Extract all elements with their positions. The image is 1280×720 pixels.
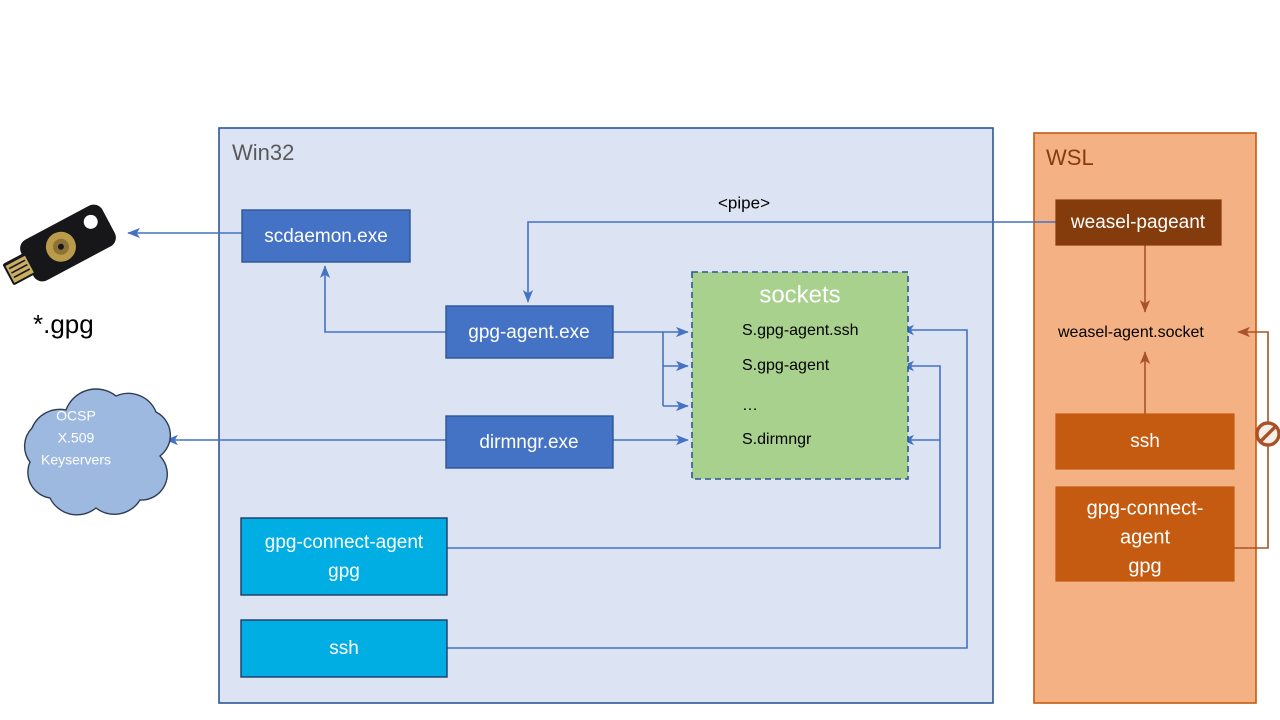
process-box-weasel-pageant[interactable]: weasel-pageant bbox=[1055, 199, 1222, 246]
cloud-label-ocsp: OCSP bbox=[56, 408, 96, 424]
connector-gpgagent-scdaemon bbox=[319, 265, 446, 333]
socket-item-s-gpg-agent: S.gpg-agent bbox=[742, 357, 830, 374]
socket-item-ellipsis: … bbox=[742, 397, 758, 414]
process-label-ssh-win32: ssh bbox=[329, 638, 359, 659]
process-label-gpg-connect-agent-wsl-line2: agent bbox=[1120, 526, 1170, 548]
process-label-gpg-agent: gpg-agent.exe bbox=[468, 322, 590, 343]
wsl-socket-label: weasel-agent.socket bbox=[1057, 324, 1204, 341]
process-box-ssh-wsl[interactable]: ssh bbox=[1055, 413, 1235, 470]
process-box-scdaemon[interactable]: scdaemon.exe bbox=[241, 209, 411, 263]
process-label-gpg-connect-agent-line1: gpg-connect-agent bbox=[265, 532, 424, 553]
process-box-gpg-agent[interactable]: gpg-agent.exe bbox=[445, 305, 614, 359]
connector-gpgconnect-socket-agent bbox=[447, 360, 941, 549]
cloud-shape: OCSP X.509 Keyservers bbox=[23, 388, 172, 516]
process-label-ssh-wsl: ssh bbox=[1130, 431, 1160, 452]
process-box-dirmngr[interactable]: dirmngr.exe bbox=[445, 415, 614, 469]
cloud-label-x509: X.509 bbox=[58, 430, 95, 446]
process-label-gpg-connect-agent-wsl-line3: gpg bbox=[1128, 555, 1161, 577]
process-label-scdaemon: scdaemon.exe bbox=[264, 226, 388, 247]
pipe-label: <pipe> bbox=[718, 193, 770, 212]
process-label-weasel-pageant: weasel-pageant bbox=[1070, 212, 1206, 233]
process-box-gpg-connect-agent-win32[interactable]: gpg-connect-agent gpg bbox=[240, 517, 448, 596]
process-label-gpg-connect-agent-wsl-line1: gpg-connect- bbox=[1087, 497, 1204, 519]
connector-ssh-socket-ssh bbox=[447, 324, 968, 649]
process-label-gpg-connect-agent-line2: gpg bbox=[328, 561, 360, 582]
sockets-title: sockets bbox=[759, 281, 840, 308]
process-label-dirmngr: dirmngr.exe bbox=[479, 432, 578, 453]
no-entry-icon bbox=[1255, 421, 1280, 447]
process-box-gpg-connect-agent-wsl[interactable]: gpg-connect- agent gpg bbox=[1055, 486, 1235, 582]
socket-item-s-gpg-agent-ssh: S.gpg-agent.ssh bbox=[742, 322, 859, 339]
connector-pipe bbox=[522, 221, 1056, 303]
wsl-panel-title: WSL bbox=[1046, 145, 1094, 170]
yubikey-icon bbox=[3, 204, 116, 285]
connector-gpgagent-sockets bbox=[613, 326, 689, 412]
win32-panel-title: Win32 bbox=[232, 140, 294, 165]
cloud-label-keyservers: Keyservers bbox=[41, 452, 111, 468]
sockets-group: sockets S.gpg-agent.ssh S.gpg-agent … S.… bbox=[691, 271, 909, 480]
socket-item-s-dirmngr: S.dirmngr bbox=[742, 431, 812, 448]
process-box-ssh-win32[interactable]: ssh bbox=[240, 619, 448, 678]
gpg-file-label: *.gpg bbox=[33, 309, 94, 339]
